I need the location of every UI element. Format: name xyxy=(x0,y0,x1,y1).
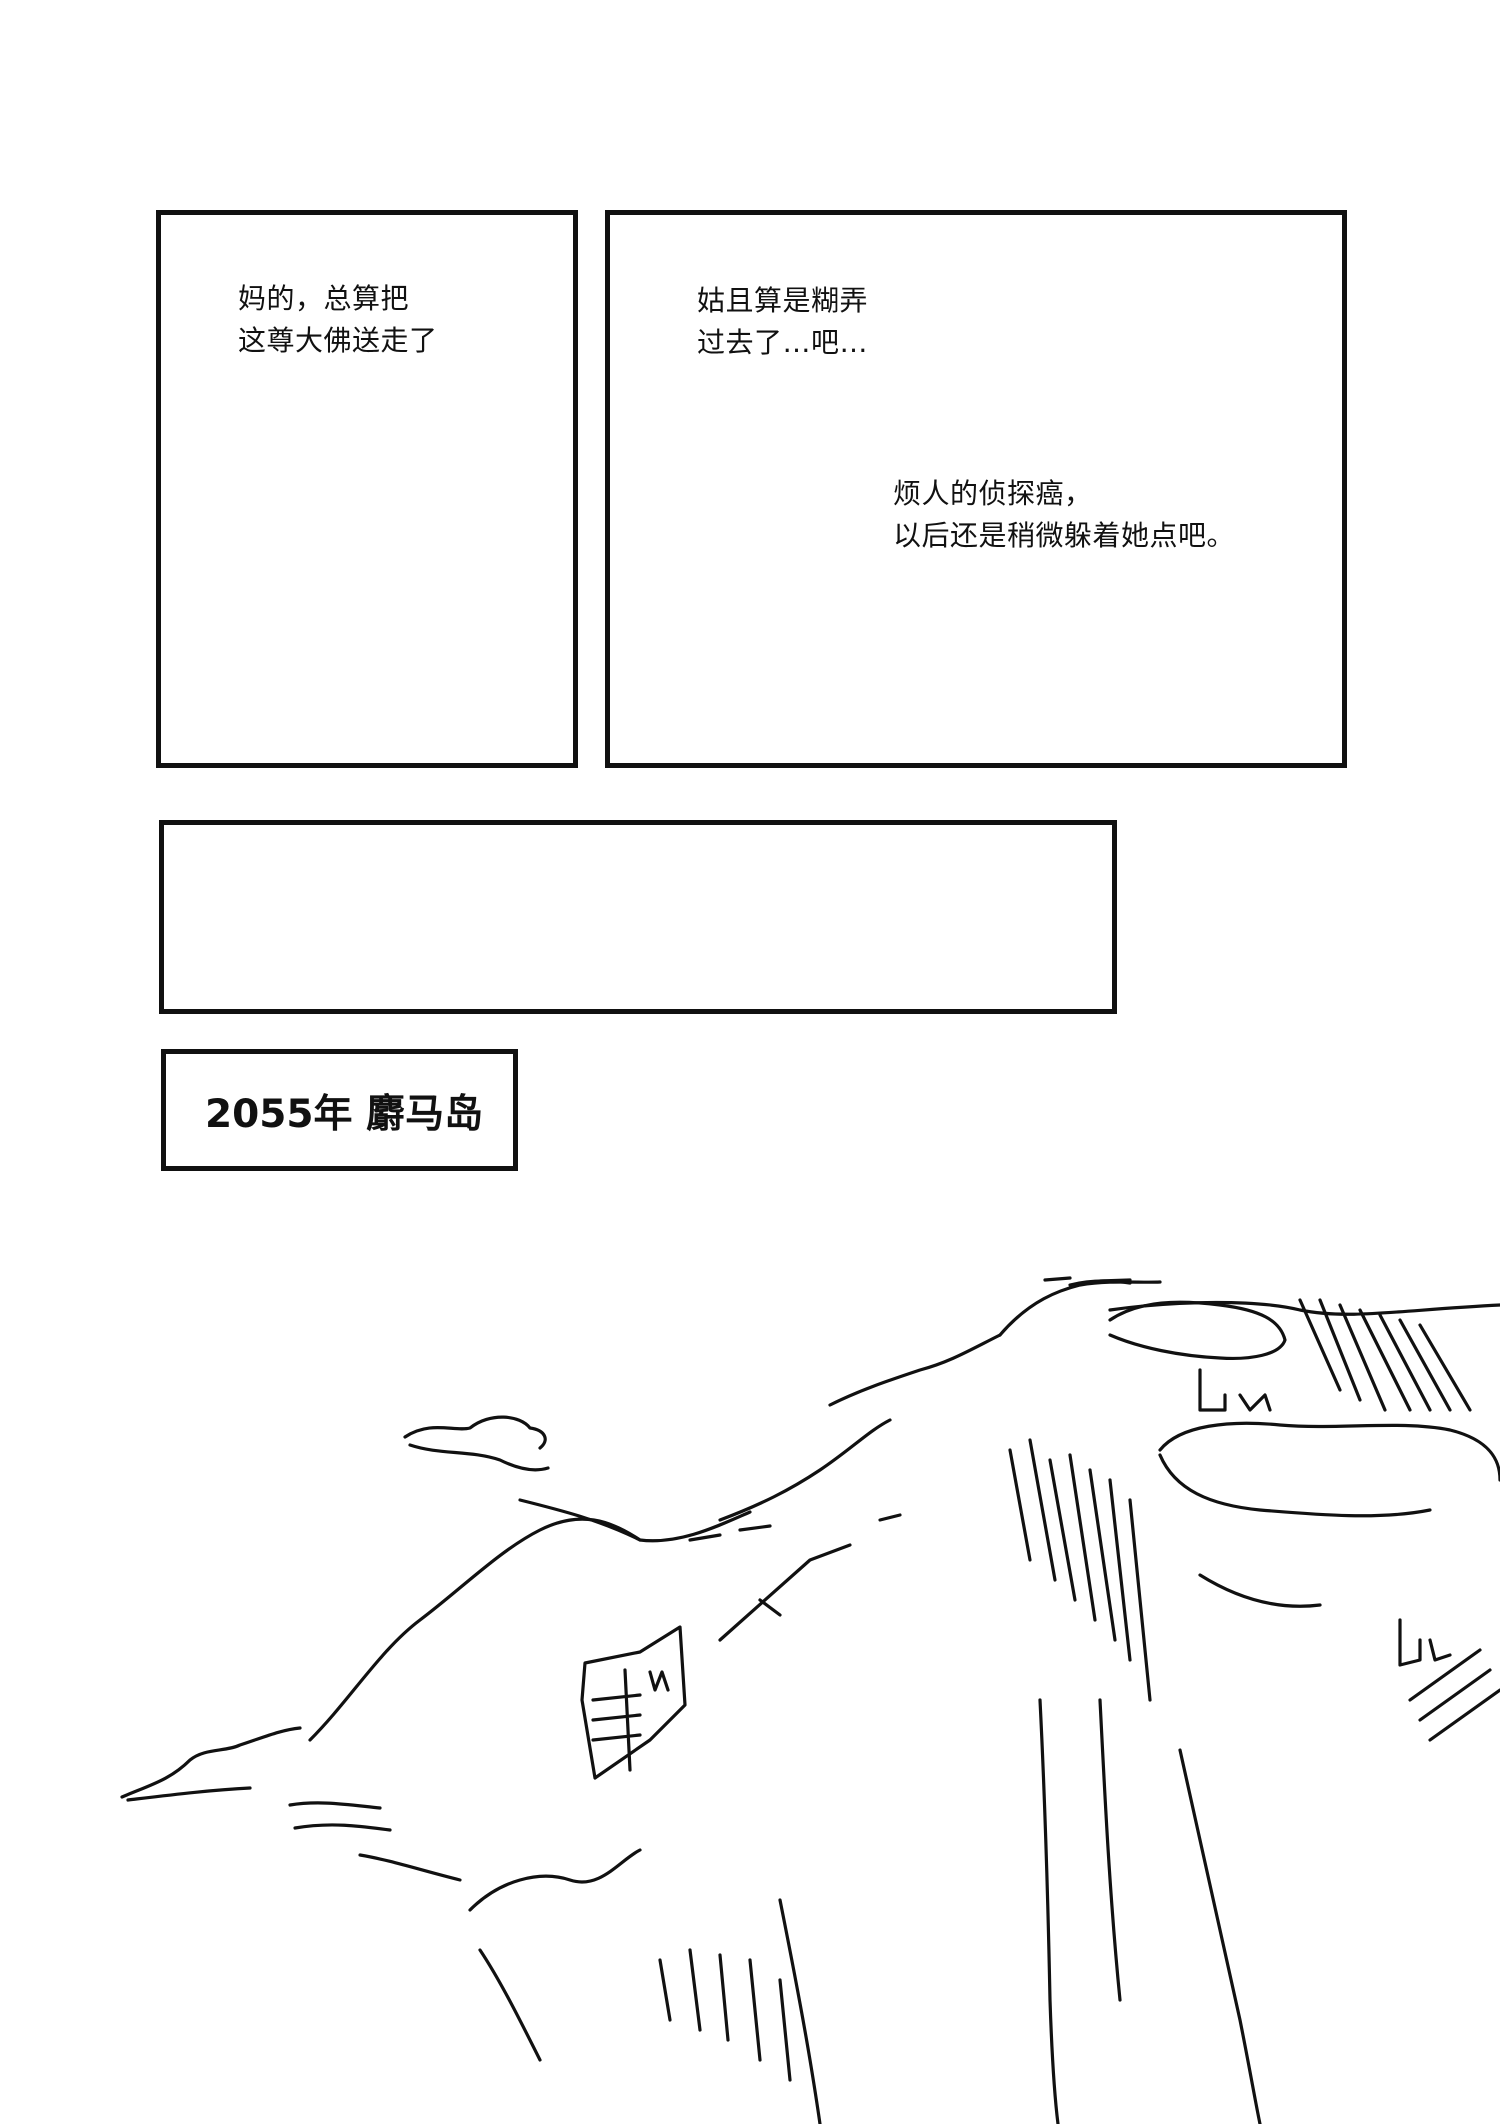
sketch-stroke-crater-rim xyxy=(1108,1300,1287,1361)
sketch-stroke-valley-mid xyxy=(1098,1698,1122,2002)
sketch-stroke-valley-left xyxy=(1038,1698,1060,2124)
sketch-stroke-shore-dashes xyxy=(688,1513,902,1542)
sketch-stroke-valley-right xyxy=(1178,1748,1262,2124)
sketch-stroke-hut xyxy=(580,1625,687,1780)
comic-panel-2 xyxy=(605,210,1347,768)
sketch-stroke-road-b xyxy=(758,1598,782,1617)
sketch-stroke-crater-top xyxy=(1108,1300,1500,1316)
sketch-stroke-lower-hatch xyxy=(658,1948,792,2082)
location-caption-box xyxy=(161,1049,518,1171)
sketch-stroke-hut-mark xyxy=(648,1670,670,1692)
sketch-stroke-left-coast-b xyxy=(126,1786,252,1802)
sketch-stroke-ridge xyxy=(308,1517,642,1742)
dialogue-detective: 烦人的侦探癌， 以后还是稍微躲着她点吧。 xyxy=(893,477,1236,552)
sketch-stroke-ridge-3 xyxy=(718,1418,892,1522)
sketch-stroke-left-shore xyxy=(288,1801,382,1810)
comic-panel-1 xyxy=(156,210,578,768)
sketch-stroke-building-b xyxy=(1398,1618,1452,1667)
island-landscape-sketch xyxy=(120,1276,1500,2124)
sketch-stroke-lower-coast xyxy=(358,1853,462,1882)
sketch-stroke-lake-b xyxy=(1158,1453,1432,1518)
comic-panel-3-empty xyxy=(159,820,1117,1014)
sketch-stroke-lower-hill-b xyxy=(478,1948,542,2062)
sketch-stroke-slope-hatch-b xyxy=(1298,1298,1472,1412)
sketch-stroke-lower-hill xyxy=(468,1848,642,1912)
sketch-stroke-left-shore-b xyxy=(293,1823,392,1832)
sketch-stroke-left-coast xyxy=(120,1726,302,1799)
sketch-stroke-lower-slope xyxy=(778,1898,822,2124)
sketch-stroke-upper-peak xyxy=(998,1280,1162,1337)
sketch-stroke-dash-top xyxy=(1043,1276,1132,1283)
sketch-stroke-slope-hatch-c xyxy=(1408,1648,1500,1742)
sketch-stroke-cloud-base xyxy=(408,1443,550,1472)
sketch-stroke-hut-lines xyxy=(591,1668,642,1772)
dialogue-relief: 妈的，总算把 这尊大佛送走了 xyxy=(238,282,438,357)
dialogue-fooled: 姑且算是糊弄 过去了…吧… xyxy=(697,284,869,359)
sketch-stroke-slope-hatch xyxy=(1008,1438,1152,1702)
sketch-stroke-mid-slope xyxy=(828,1333,1002,1407)
sketch-stroke-ridge-2 xyxy=(518,1498,752,1543)
sketch-stroke-building xyxy=(1198,1368,1272,1412)
sketch-stroke-lake-c xyxy=(1198,1573,1322,1608)
sketch-stroke-lake xyxy=(1158,1421,1500,1482)
sketch-stroke-road xyxy=(718,1543,852,1642)
location-caption-text: 2055年 麝马岛 xyxy=(205,1092,484,1137)
sketch-stroke-cloud xyxy=(403,1415,547,1450)
